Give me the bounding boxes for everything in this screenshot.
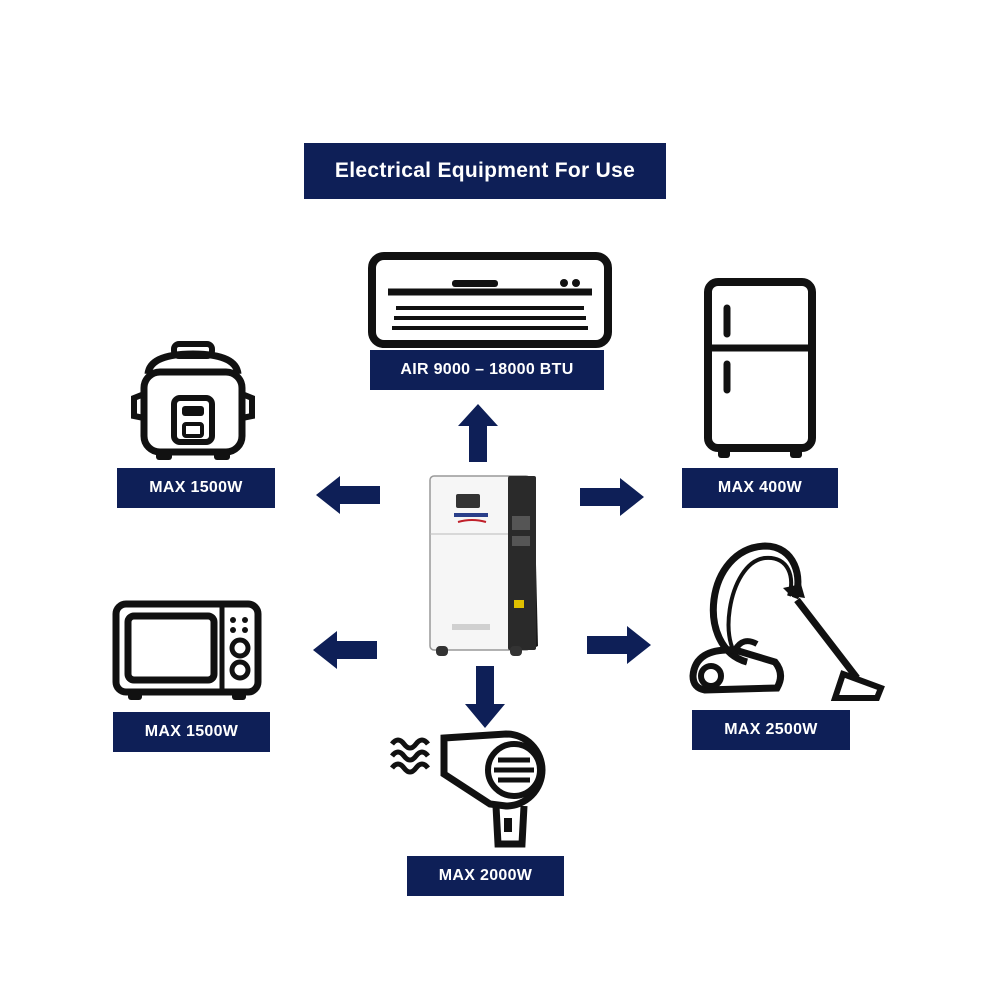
hair-dryer-icon — [390, 730, 546, 848]
arrow-up — [458, 404, 498, 462]
vacuum-cleaner-label: MAX 2500W — [692, 710, 850, 750]
rice-cooker-label: MAX 1500W — [117, 468, 275, 508]
battery-storage-unit-icon — [429, 475, 538, 656]
page-title: Electrical Equipment For Use — [304, 143, 666, 199]
vacuum-cleaner-icon — [689, 542, 885, 701]
refrigerator-icon — [704, 278, 816, 458]
microwave-label: MAX 1500W — [113, 712, 270, 752]
hair-dryer-label: MAX 2000W — [407, 856, 564, 896]
air-conditioner-label: AIR 9000 – 18000 BTU — [370, 350, 604, 390]
arrow-down — [465, 666, 505, 728]
rice-cooker-icon — [131, 341, 255, 460]
arrow-left-top — [316, 476, 380, 514]
air-conditioner-icon — [368, 252, 612, 348]
refrigerator-label: MAX 400W — [682, 468, 838, 508]
arrow-left-bottom — [313, 631, 377, 669]
arrow-right-bottom — [587, 626, 651, 664]
arrow-right-top — [580, 478, 644, 516]
microwave-icon — [112, 600, 262, 700]
